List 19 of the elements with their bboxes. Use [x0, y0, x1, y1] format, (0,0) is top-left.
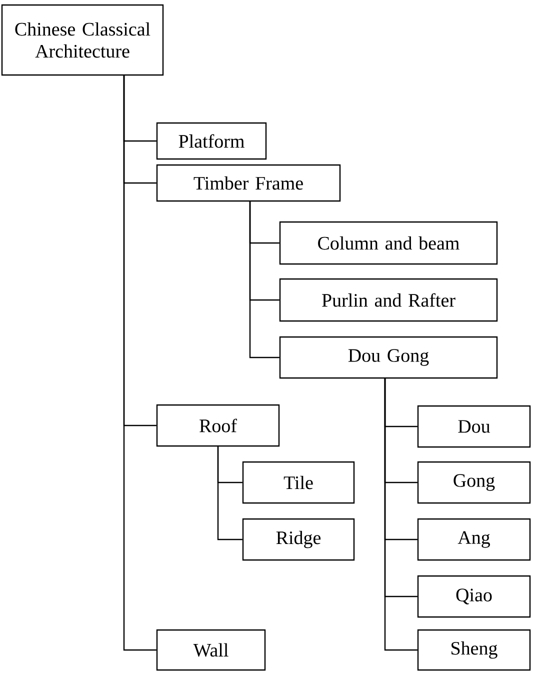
category-box: Qiao — [417, 575, 531, 618]
category-box: Tile — [242, 461, 355, 504]
category-box: Chinese Classical Architecture — [1, 4, 164, 76]
category-box: Platform — [156, 122, 267, 160]
category-box: Purlin and Rafter — [279, 278, 498, 322]
category-box: Wall — [156, 629, 266, 671]
connector — [123, 75, 156, 651]
category-box: Dou — [417, 405, 531, 448]
category-box: Ridge — [242, 518, 355, 561]
category-box: Ang — [417, 518, 531, 561]
connector — [249, 201, 280, 358]
category-box: Gong — [417, 461, 531, 504]
category-box: Dou Gong — [279, 336, 498, 379]
category-box: Sheng — [417, 629, 531, 671]
category-box: Timber Frame — [156, 164, 341, 202]
connector — [217, 446, 242, 540]
category-box: Roof — [156, 404, 280, 447]
category-box: Column and beam — [279, 221, 498, 265]
connector — [384, 378, 418, 651]
